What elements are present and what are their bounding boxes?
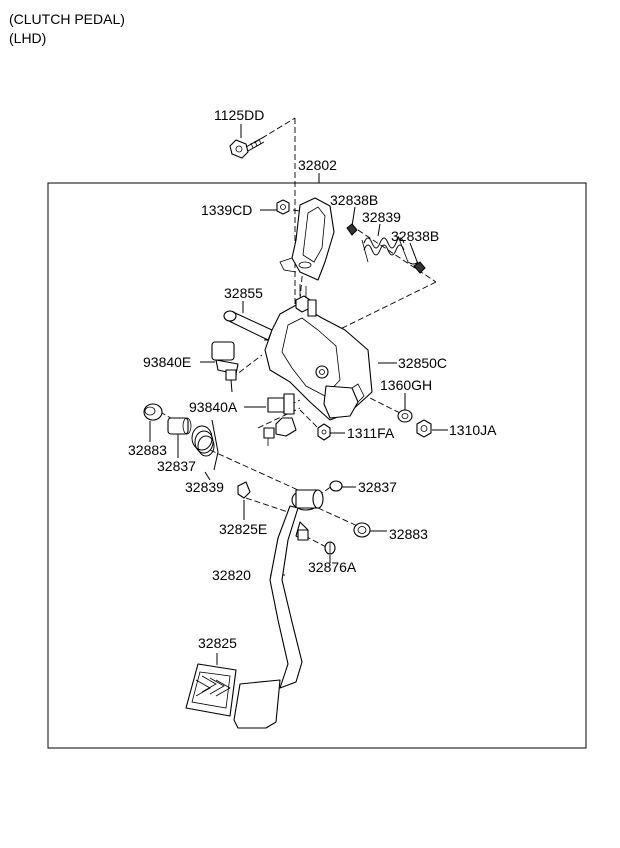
switch-93840E — [211, 341, 239, 393]
label-32802: 32802 — [298, 157, 337, 173]
label-93840A: 93840A — [189, 399, 238, 415]
diagram-title: (CLUTCH PEDAL) — [9, 11, 125, 27]
diagram-subtitle: (LHD) — [9, 30, 47, 46]
bushing-32883-right — [353, 522, 371, 538]
rubber-pad-32825 — [185, 663, 237, 717]
washer-1360GH — [397, 409, 413, 423]
bushing-32837-right — [329, 480, 343, 492]
switch-93840A — [263, 393, 297, 446]
label-93840E: 93840E — [143, 354, 191, 370]
label-32883-left: 32883 — [128, 442, 167, 458]
pedal-pad — [233, 679, 281, 729]
label-32876A: 32876A — [308, 559, 357, 575]
main-bracket-32850C — [264, 284, 373, 421]
nut-1311FA — [317, 423, 331, 441]
bolt-1125DD — [229, 137, 265, 159]
label-1125DD: 1125DD — [214, 107, 264, 123]
upper-bracket-32802 — [279, 197, 335, 281]
assembly-frame — [47, 182, 587, 749]
bushing-32883-left — [143, 403, 163, 421]
clip-32838B-upper — [346, 223, 358, 236]
label-32838B-lower: 32838B — [391, 228, 439, 244]
nut-1339CD — [276, 199, 290, 215]
label-32855: 32855 — [224, 285, 263, 301]
label-32820: 32820 — [212, 567, 251, 583]
label-1360GH: 1360GH — [380, 377, 432, 393]
label-32850C: 32850C — [398, 355, 447, 371]
spring-32839-upper — [361, 235, 419, 265]
nut-1310JA — [416, 419, 432, 438]
label-32839-lower: 32839 — [185, 479, 224, 495]
leader-lines — [149, 124, 448, 665]
spring-32839-lower — [191, 419, 219, 471]
bushing-32837-left — [167, 417, 192, 435]
part-32876A — [324, 541, 336, 555]
label-32883-right: 32883 — [389, 526, 428, 542]
label-1339CD: 1339CD — [201, 202, 252, 218]
label-32837-right: 32837 — [358, 479, 397, 495]
pin-32855 — [223, 310, 273, 341]
label-32837-left: 32837 — [157, 458, 196, 474]
label-32825E: 32825E — [219, 521, 267, 537]
label-32839-upper: 32839 — [362, 209, 401, 225]
label-1310JA: 1310JA — [449, 422, 497, 438]
label-32825: 32825 — [198, 635, 237, 651]
stopper-32825E — [237, 481, 251, 499]
clip-32838B-lower — [413, 261, 426, 274]
label-32838B-upper: 32838B — [330, 192, 378, 208]
pedal-arm-32820 — [269, 489, 324, 689]
label-1311FA: 1311FA — [347, 425, 395, 441]
